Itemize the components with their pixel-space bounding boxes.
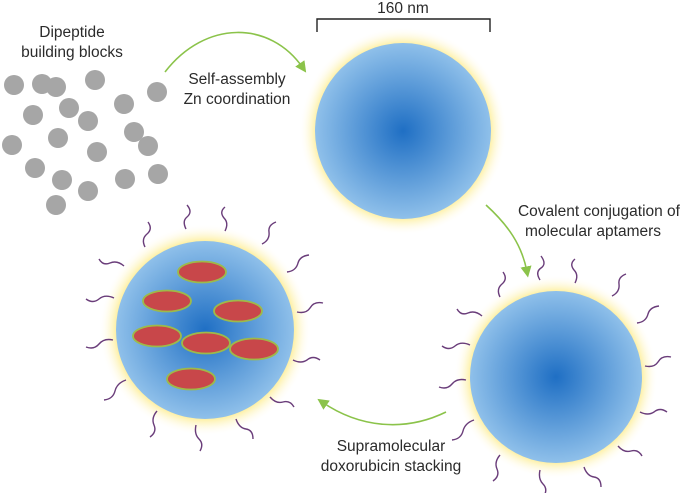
building-block [138, 136, 158, 156]
building-block [25, 158, 45, 178]
building-block [59, 98, 79, 118]
drug-molecule [166, 367, 216, 391]
arrow-drug-stacking [317, 398, 447, 426]
drug-molecule [229, 337, 279, 361]
drug-molecule [142, 289, 192, 313]
nanoparticle-aptamer [438, 255, 672, 493]
step2-label-line2: molecular aptamers [525, 223, 661, 240]
building-block [52, 170, 72, 190]
building-block [46, 195, 66, 215]
step3-label-line1: Supramolecular [337, 438, 446, 455]
building-block [2, 135, 22, 155]
building-blocks [2, 70, 168, 215]
doxorubicin-molecules [132, 260, 279, 391]
building-block [85, 70, 105, 90]
building-block [23, 105, 43, 125]
building-blocks-label-line2: building blocks [21, 44, 123, 61]
building-block [78, 111, 98, 131]
nanoparticle-drug-loaded [85, 204, 324, 452]
step1-label-line1: Self-assembly [188, 71, 286, 88]
building-block [115, 169, 135, 189]
building-block [78, 181, 98, 201]
building-blocks-label-line1: Dipeptide [39, 24, 105, 41]
arrow-self-assembly [164, 31, 307, 73]
step3-label-line2: doxorubicin stacking [321, 458, 461, 475]
drug-molecule [132, 324, 182, 348]
arrow-conjugation [485, 204, 532, 278]
aptamer-strands [438, 255, 672, 493]
scale-bar-label: 160 nm [377, 0, 429, 17]
drug-molecule [177, 260, 227, 284]
drug-molecule [213, 299, 263, 323]
building-block [4, 75, 24, 95]
building-block [124, 122, 144, 142]
building-block [114, 94, 134, 114]
building-block [87, 142, 107, 162]
building-block [46, 77, 66, 97]
building-block [148, 164, 168, 184]
building-block [147, 82, 167, 102]
step2-label-line1: Covalent conjugation of [518, 203, 681, 220]
step1-label-line2: Zn coordination [184, 91, 291, 108]
scale-bar [316, 18, 491, 32]
nanoparticle-bare [299, 27, 507, 235]
drug-molecule [181, 331, 231, 355]
aptamer-strands [85, 204, 324, 452]
building-block [48, 128, 68, 148]
